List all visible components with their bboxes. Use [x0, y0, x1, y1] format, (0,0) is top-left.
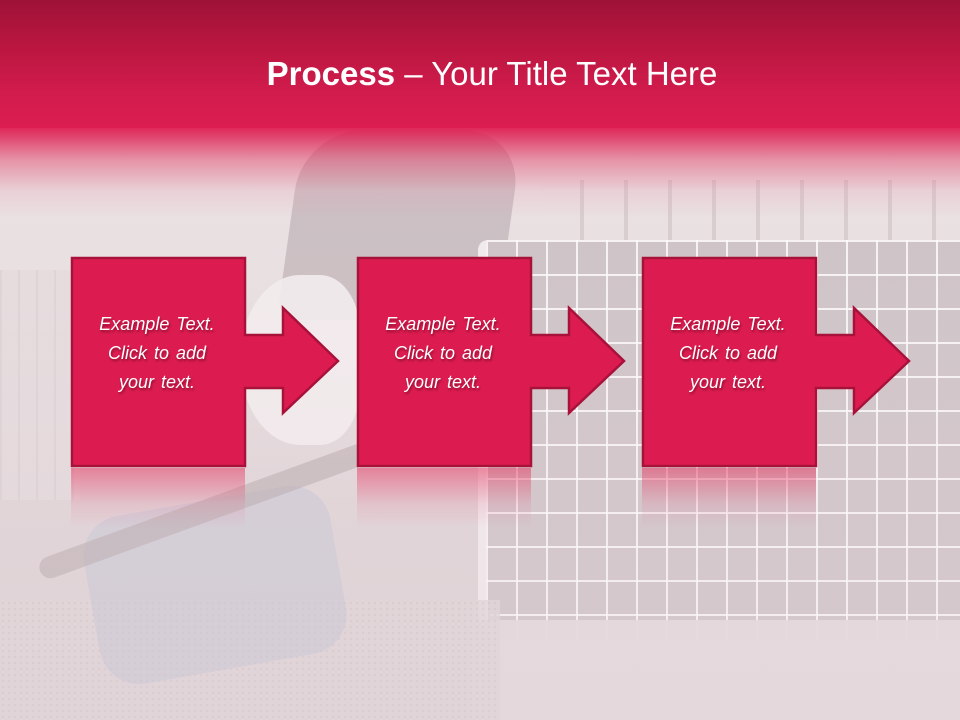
arrow-right-icon [70, 256, 340, 468]
step-text-line: Click to add [393, 343, 493, 363]
process-step-1[interactable]: Example Text. Click to add your text. [70, 256, 341, 528]
slide-title[interactable]: Process – Your Title Text Here [0, 50, 960, 98]
title-bar-fade [0, 128, 960, 218]
title-strong: Process [266, 55, 396, 92]
step-text[interactable]: Example Text. Click to add your text. [357, 310, 529, 397]
step-text-line: Example Text. [99, 314, 215, 334]
photo-siding [0, 270, 80, 500]
title-bar [0, 0, 960, 128]
step-text-line: Example Text. [670, 314, 786, 334]
step-text-line: Example Text. [385, 314, 501, 334]
process-step-3[interactable]: Example Text. Click to add your text. [641, 256, 912, 528]
step-text-line: your text. [404, 372, 482, 392]
step-reflection [71, 468, 245, 528]
arrow-right-icon [641, 256, 911, 468]
step-text-line: your text. [689, 372, 767, 392]
step-reflection [357, 468, 531, 528]
step-reflection [642, 468, 816, 528]
arrow-right-icon [356, 256, 626, 468]
step-text-line: Click to add [678, 343, 778, 363]
photo-ac-base [470, 620, 960, 720]
step-text[interactable]: Example Text. Click to add your text. [642, 310, 814, 397]
step-text[interactable]: Example Text. Click to add your text. [71, 310, 243, 397]
step-text-line: your text. [118, 372, 196, 392]
title-rest: – Your Title Text Here [395, 55, 718, 92]
step-text-line: Click to add [107, 343, 207, 363]
process-step-2[interactable]: Example Text. Click to add your text. [356, 256, 627, 528]
